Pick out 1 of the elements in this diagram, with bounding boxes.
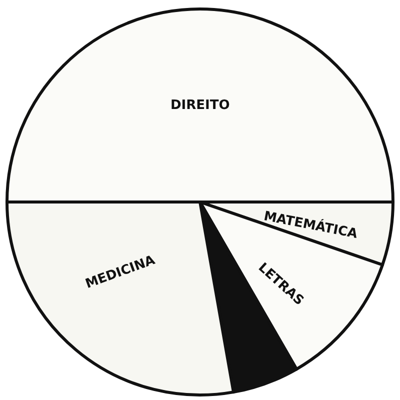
slice-label: DIREITO: [170, 98, 230, 112]
